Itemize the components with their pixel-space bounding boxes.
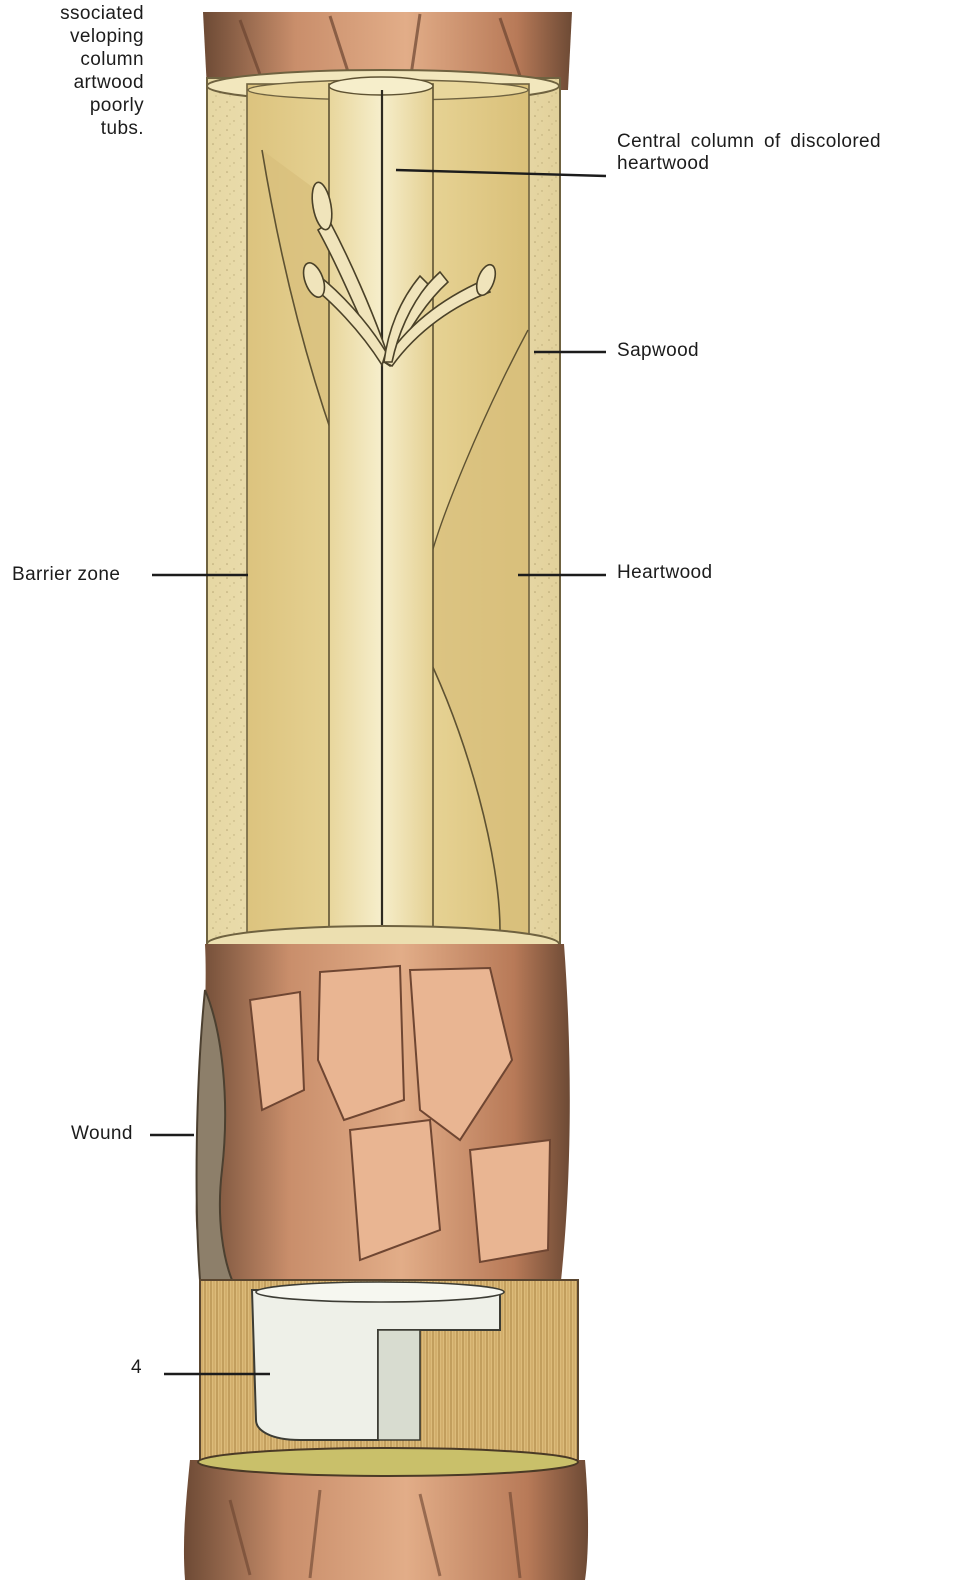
label-central-column-line1: Central column of discolored [617,131,881,153]
label-wound: Wound [71,1123,133,1145]
figure-caption-fragment: ssociated veloping column artwood poorly… [0,2,144,140]
caption-line: column [0,48,144,71]
label-barrier-zone: Barrier zone [12,564,120,586]
caption-line: veloping [0,25,144,48]
caption-line: ssociated [0,2,144,25]
caption-line: tubs. [0,117,144,140]
label-central-column-line2: heartwood [617,153,881,175]
label-sapwood: Sapwood [617,340,699,362]
label-central-column: Central column of discolored heartwood [617,131,881,175]
caption-line: poorly [0,94,144,117]
caption-line: artwood [0,71,144,94]
label-heartwood: Heartwood [617,562,712,584]
label-figure-number: 4 [131,1357,142,1379]
